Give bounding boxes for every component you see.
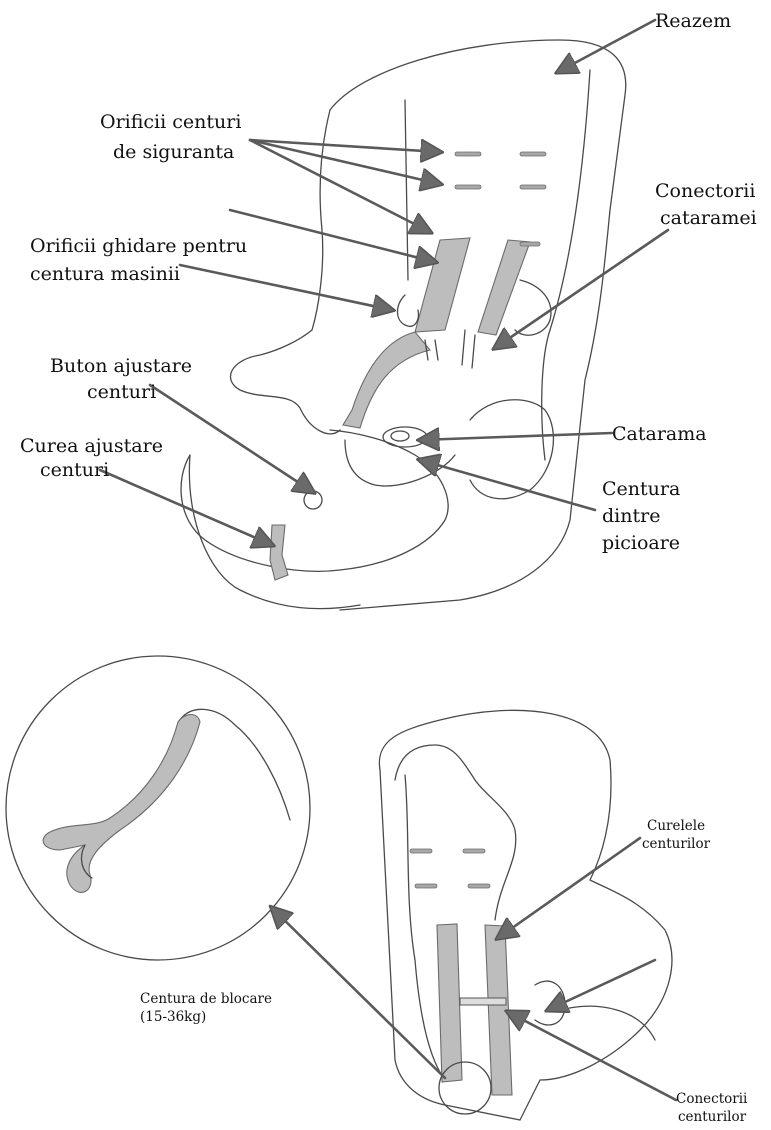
left-lap-strap — [343, 332, 430, 428]
bseat-slot — [463, 849, 485, 853]
detail-lock-clip — [43, 715, 200, 893]
label-orificii-line2: de siguranta — [113, 141, 234, 163]
label-conectorii-centurilor-line1: Conectorii — [676, 1091, 748, 1107]
belt-slot — [455, 152, 481, 156]
top-seat-drawing — [181, 40, 626, 610]
label-buton-line2: centuri — [87, 381, 156, 403]
buckle-connectors — [462, 330, 475, 368]
belt-slot — [520, 242, 540, 246]
label-orificii-line1: Orificii centuri — [100, 111, 241, 133]
label-conectorii-centurilor-line2: centurilor — [678, 1109, 747, 1125]
bseat-slot — [468, 884, 490, 888]
arrow-conectorii-centurilor — [508, 1012, 676, 1100]
seat-right-bolster — [470, 400, 553, 499]
bseat-slot — [415, 884, 437, 888]
bseat-chest-clip — [460, 998, 506, 1005]
arrow-orificii-3 — [250, 140, 430, 232]
top-labels: Reazem Orificii centuri de siguranta Con… — [20, 10, 757, 554]
arrow-centura-picioare — [420, 460, 595, 510]
label-catarama: Catarama — [612, 423, 707, 445]
bseat-right-strap — [485, 925, 512, 1095]
label-conectorii-line2: cataramei — [660, 207, 757, 229]
label-buton-line1: Buton ajustare — [50, 355, 192, 377]
bseat-side — [560, 1006, 655, 1040]
adjust-strap — [270, 525, 288, 580]
bseat-inner-back — [395, 745, 516, 920]
bseat-detail-circle — [439, 1062, 491, 1114]
arrow-bolster — [548, 960, 655, 1010]
belt-line-vertical — [405, 100, 408, 280]
arrow-curelele — [498, 838, 640, 938]
arrow-reazem — [558, 20, 655, 72]
bseat-left-strap — [437, 924, 462, 1082]
arrow-buton — [150, 385, 313, 492]
buckle-center — [391, 431, 409, 441]
label-curea-line2: centuri — [40, 459, 109, 481]
right-harness-strap — [478, 240, 530, 335]
label-reazem: Reazem — [655, 10, 731, 32]
bottom-arrows — [272, 838, 676, 1100]
label-centura-line3: picioare — [602, 532, 680, 554]
label-ghidare-line1: Orificii ghidare pentru — [30, 235, 247, 257]
belt-slot — [520, 152, 546, 156]
left-harness-strap — [415, 238, 470, 332]
belt-slot — [520, 185, 546, 189]
adjust-button — [304, 491, 322, 509]
belt-slot — [455, 185, 481, 189]
label-curelele-line1: Curelele — [647, 818, 705, 834]
label-conectorii-line1: Conectorii — [655, 180, 755, 202]
seat-left-wing — [230, 330, 340, 434]
label-centura-line1: Centura — [602, 478, 680, 500]
label-curelele-line2: centurilor — [642, 836, 711, 852]
arrow-catarama — [420, 433, 612, 440]
arrow-curea — [100, 470, 272, 545]
seat-back-shell — [330, 40, 626, 610]
arrow-ghidare-2 — [180, 265, 392, 310]
belt-guide-loop — [398, 295, 419, 326]
left-buckle-connectors — [425, 340, 438, 360]
bottom-seat-drawing — [379, 710, 672, 1120]
label-centura-blocare-line2: (15-36kg) — [140, 1009, 206, 1025]
label-centura-line2: dintre — [602, 505, 660, 527]
buckle-ring — [383, 427, 427, 447]
bseat-slot — [410, 849, 432, 853]
detail-circle — [6, 656, 310, 960]
label-curea-line1: Curea ajustare — [20, 435, 163, 457]
seat-base — [181, 430, 448, 571]
label-centura-blocare-line1: Centura de blocare — [140, 991, 272, 1007]
bseat-outer — [379, 710, 672, 1120]
buckle-connector-bump — [515, 280, 551, 335]
lock-belt-detail — [6, 656, 310, 960]
label-ghidare-line2: centura masinii — [30, 263, 180, 285]
